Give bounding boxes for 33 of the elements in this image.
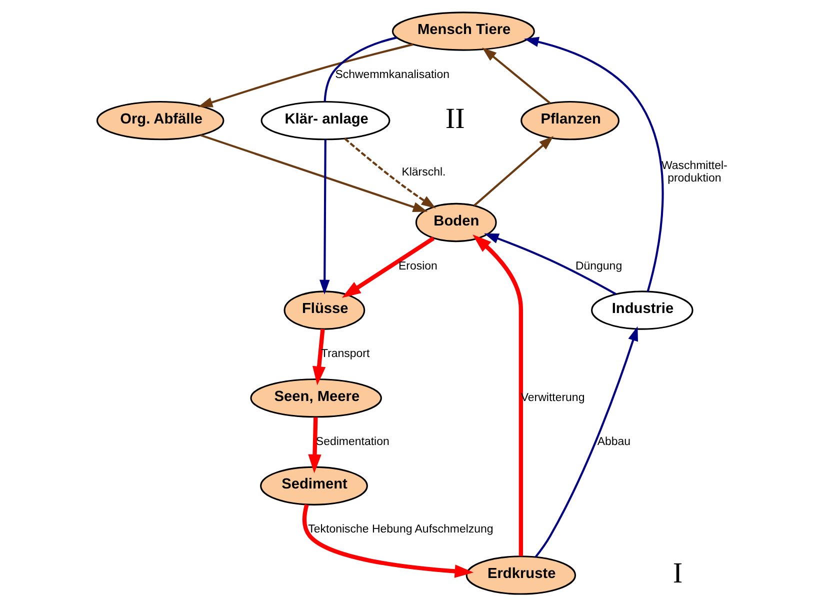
edge-label: Klärschl. [402,166,446,178]
label: II [445,102,465,135]
node-ellipse: Mensch Tiere [392,12,535,51]
node-ellipse: Boden [415,202,497,242]
arrow [319,140,330,294]
arrow [200,134,428,212]
node-ellipse: Pflanzen [520,100,620,140]
connector [324,36,398,102]
node-ellipse: Flüsse [284,290,366,330]
arrow [482,48,551,104]
node-ellipse: Erdkruste [466,556,576,595]
label: I [672,557,683,590]
arrow [308,417,322,474]
arrow [302,504,474,578]
edge-label: Düngung [575,260,622,272]
arrow [534,326,638,558]
node-ellipse: Klär- anlage [260,100,390,140]
arrow [472,234,524,556]
arrow [524,36,664,292]
edge-label: Tektonische Hebung Aufschmelzung [308,524,494,536]
arrow [474,136,554,206]
edge-label: Abbau [597,436,631,448]
edge-label: Erosion [398,260,438,272]
arrow [198,43,414,108]
arrow [342,236,435,298]
arrow [344,138,436,209]
node-ellipse: Seen, Meere [250,378,382,418]
arrow [484,233,617,296]
node-ellipse: Industrie [591,290,694,330]
arrow [312,328,326,386]
node-ellipse: Org. Abfälle [96,100,224,140]
edge-label: Schwemmkanalisation [335,69,450,82]
node-ellipse: Sediment [260,466,368,506]
